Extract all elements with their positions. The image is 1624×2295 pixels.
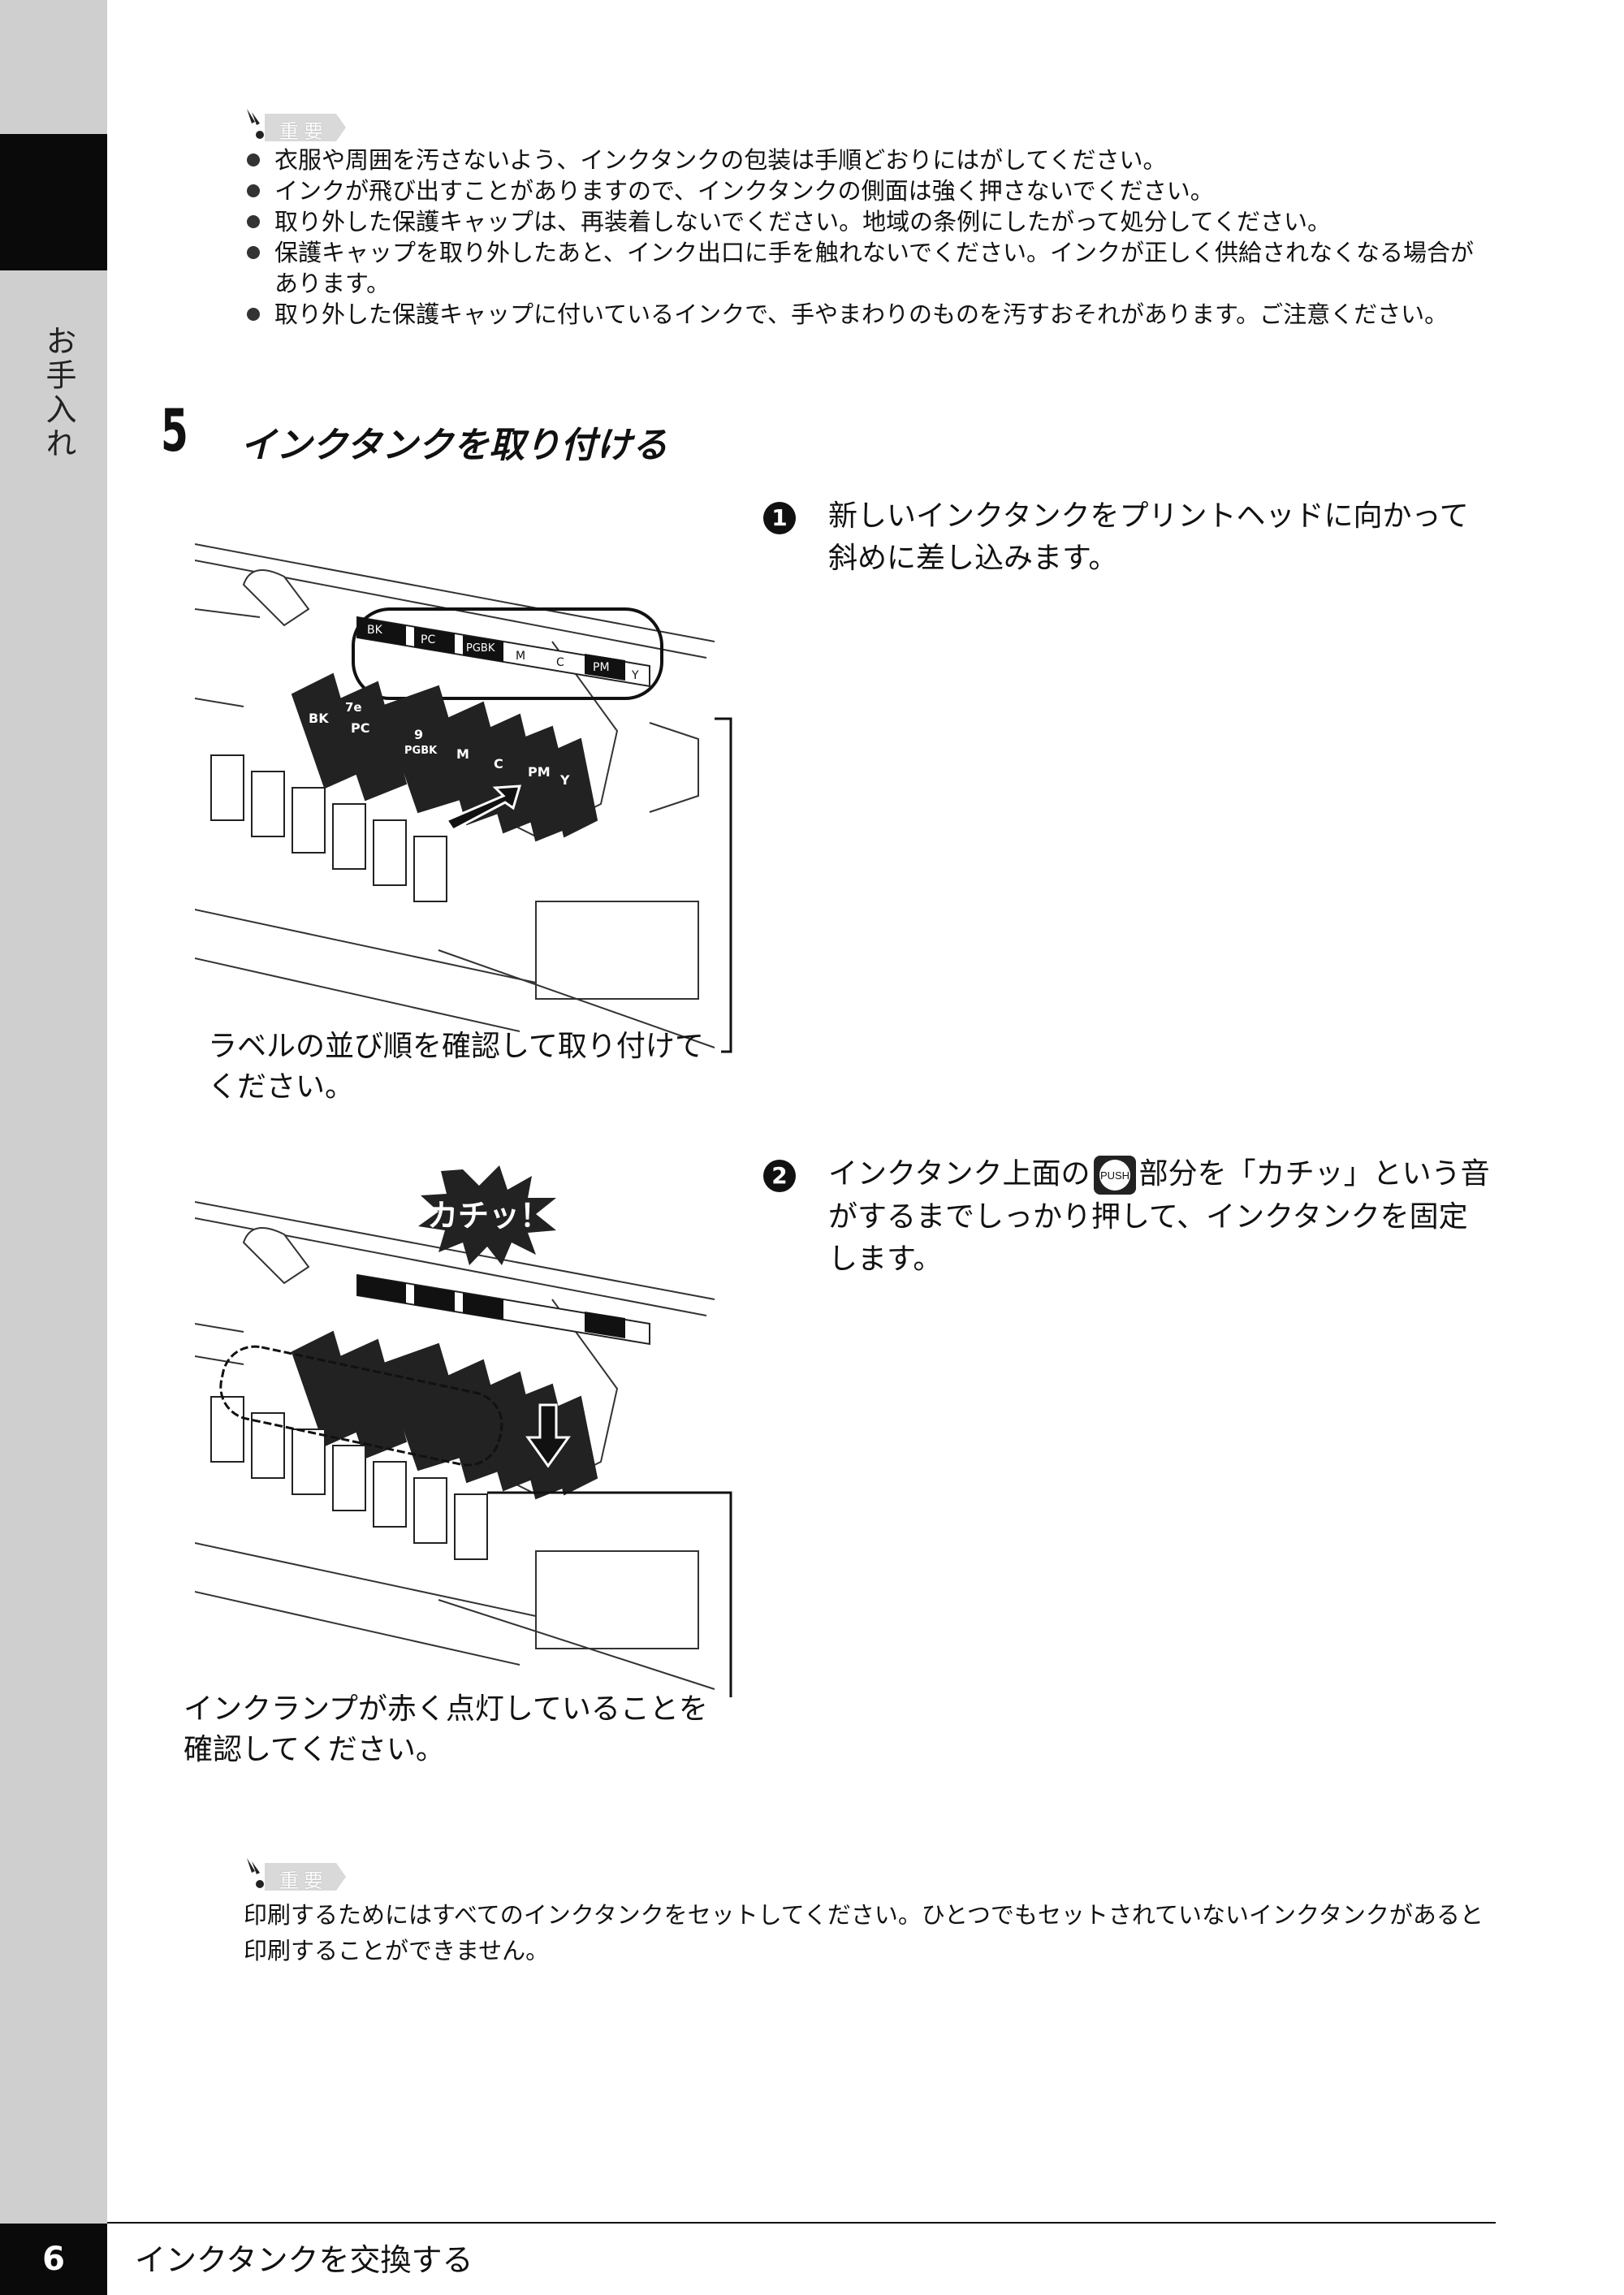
- tank-label: 9: [414, 727, 423, 742]
- burst-text: カチッ！: [427, 1198, 551, 1234]
- sidebar-tab-label: お手入れ: [41, 325, 76, 461]
- slot-label: PM: [593, 661, 610, 674]
- tank-code: 7e: [345, 700, 362, 715]
- page-number: 6: [0, 2224, 107, 2295]
- callout-bracket: [487, 1491, 732, 1697]
- exclamation-icon: [247, 1858, 264, 1888]
- tank-label: PC: [351, 720, 369, 736]
- press-down-arrow-icon: [525, 1403, 571, 1468]
- push-icon: PUSH: [1093, 1156, 1136, 1195]
- sidebar: [0, 0, 107, 2295]
- ink-tank-press-illustration: カチッ！: [195, 1165, 732, 1697]
- tank-label: Y: [559, 772, 570, 788]
- slot-label: PGBK: [466, 642, 495, 655]
- slot-label: PC: [421, 633, 435, 646]
- slot-label-strip: [356, 1273, 650, 1346]
- important-badge: 重要: [244, 107, 349, 145]
- callout-bracket: [715, 717, 732, 1053]
- bottom-important-note: 印刷するためにはすべてのインクタンクをセットしてください。ひとつでもセットされて…: [244, 1901, 1484, 1964]
- list-item: 取り外した保護キャップは、再装着しないでください。地域の条例にしたがって処分して…: [244, 206, 1494, 237]
- tank-label: BK: [309, 711, 329, 726]
- important-badge-label: 重要: [279, 120, 328, 143]
- illustration-2-caption: インクランプが赤く点灯していることを確認してください。: [184, 1692, 708, 1766]
- exclamation-icon: [247, 109, 264, 139]
- ink-lamp-highlight-ring: [219, 1345, 503, 1467]
- important-badge-label: 重要: [279, 1869, 328, 1892]
- tank-sub-label: PGBK: [404, 745, 438, 757]
- footer-divider: [107, 2222, 1496, 2224]
- insert-arrow-icon: [444, 784, 522, 832]
- list-item: 衣服や周囲を汚さないよう、インクタンクの包装は手順どおりにはがしてください。: [244, 145, 1494, 175]
- slot-label: C: [556, 656, 564, 669]
- ink-tanks: [210, 672, 598, 902]
- substep-text-after: 部分を「カチッ」という音がするまでしっかり押して、インクタンクを固定します。: [828, 1157, 1490, 1276]
- footer-section-title: インクタンクを交換する: [135, 2242, 473, 2278]
- slot-label: BK: [367, 624, 383, 637]
- list-item: 保護キャップを取り外したあと、インク出口に手を触れないでください。インクが正しく…: [244, 237, 1494, 299]
- click-burst: カチッ！: [418, 1165, 556, 1265]
- step-title: インクタンクを取り付ける: [240, 425, 668, 466]
- step-marker: 1: [763, 502, 796, 534]
- slot-label-strip: BK PC PGBK M C PM Y: [356, 616, 650, 688]
- slot-label: Y: [631, 669, 639, 682]
- illustration-1-caption: ラベルの並び順を確認して取り付けてください。: [208, 1030, 704, 1104]
- tank-label: C: [494, 756, 503, 771]
- tank-label: M: [456, 746, 469, 762]
- important-badge: 重要: [244, 1856, 349, 1894]
- substep-text: 新しいインクタンクをプリントヘッドに向かって斜めに差し込みます。: [828, 499, 1469, 575]
- substep-text-before: インクタンク上面の: [828, 1157, 1091, 1191]
- list-item: インクが飛び出すことがありますので、インクタンクの側面は強く押さないでください。: [244, 175, 1494, 206]
- step-number: 5: [161, 396, 188, 465]
- label-highlight-ring: [352, 607, 663, 700]
- step-marker: 2: [763, 1160, 796, 1192]
- push-icon-label: PUSH: [1100, 1169, 1129, 1182]
- list-item: 取り外した保護キャップに付いているインクで、手やまわりのものを汚すおそれがありま…: [244, 299, 1494, 330]
- tank-label: PM: [528, 764, 551, 780]
- sidebar-section-marker: [0, 134, 107, 270]
- slot-label: M: [516, 650, 525, 663]
- important-notes-list: 衣服や周囲を汚さないよう、インクタンクの包装は手順どおりにはがしてください。 イ…: [244, 145, 1494, 330]
- substep-1: 1 新しいインクタンクをプリントヘッドに向かって斜めに差し込みます。: [763, 495, 1494, 580]
- ink-tank-insert-illustration: BK PC PGBK M C PM Y BK PC 9 PGBK M C PM …: [195, 543, 732, 1053]
